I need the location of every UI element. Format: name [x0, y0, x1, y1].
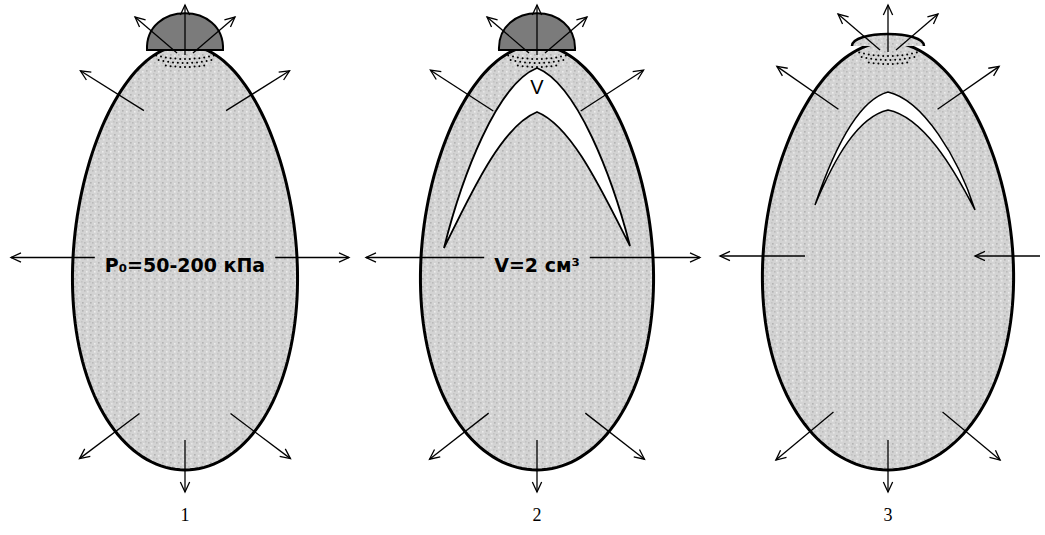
pressure-arrow	[536, 5, 537, 55]
pressure-arrow	[275, 257, 349, 258]
arrow-head	[720, 251, 730, 260]
cavity-shape	[815, 92, 975, 210]
cavity-letter: V	[530, 76, 543, 99]
arrow-head	[838, 14, 849, 24]
figure-number: 2	[533, 505, 542, 526]
arrow-head	[988, 66, 999, 76]
arrow-head	[224, 17, 235, 27]
dotted-zone	[155, 55, 215, 68]
arrow-head	[883, 482, 892, 492]
pressure-arrow	[777, 66, 839, 109]
arrow-head	[80, 449, 91, 459]
arrow-head	[11, 253, 21, 262]
arrow-head	[366, 253, 376, 262]
figure-number: 3	[884, 505, 893, 526]
pressure-arrow	[581, 70, 644, 111]
pressure-arrow	[135, 17, 177, 53]
pressure-arrow	[430, 70, 493, 111]
pressure-arrow	[430, 413, 489, 459]
pressure-arrow	[487, 17, 529, 53]
pressure-arrow	[366, 257, 484, 258]
arrow-group	[720, 5, 1040, 492]
pressure-arrow	[887, 5, 888, 52]
pressure-arrow	[184, 440, 185, 492]
pressure-arrow	[838, 14, 880, 50]
pressure-arrow	[226, 71, 290, 111]
figure-number: 1	[181, 505, 190, 526]
cavity-shape	[444, 68, 630, 248]
seed-egg: P₀=50-200 кПа1	[73, 45, 297, 470]
arrow-head	[339, 253, 349, 262]
arrow-group	[366, 5, 700, 492]
arrow-head	[776, 450, 787, 460]
arrow-head	[989, 450, 1000, 460]
arrow-head	[532, 5, 541, 15]
pressure-arrow	[585, 413, 644, 459]
pressure-arrow	[536, 440, 537, 492]
arrow-head	[532, 482, 541, 492]
arrow-head	[883, 5, 892, 15]
pressure-arrow	[887, 440, 888, 492]
pressure-arrow	[896, 14, 938, 50]
arrow-head	[975, 251, 985, 260]
arrow-head	[634, 449, 645, 459]
quantity-label: P₀=50-200 кПа	[105, 254, 265, 276]
arrow-head	[690, 253, 700, 262]
dotted-zone	[858, 52, 918, 65]
arrow-head	[135, 17, 146, 27]
pressure-arrow	[184, 5, 185, 55]
arrow-head	[927, 14, 938, 24]
arrow-head	[487, 17, 498, 27]
dotted-zone	[507, 55, 567, 68]
arrow-head	[576, 17, 587, 27]
pressure-arrow	[545, 17, 587, 53]
pressure-arrow	[231, 414, 291, 459]
seed-egg: V=2 см³2V	[421, 45, 653, 470]
pressure-arrow	[193, 17, 235, 53]
pressure-arrow	[776, 412, 834, 460]
seed-outline	[763, 42, 1013, 470]
arrow-head	[80, 71, 91, 80]
arrow-head	[280, 449, 291, 459]
arrow-head	[279, 71, 290, 80]
pressure-arrow	[80, 71, 144, 111]
seed-shape	[72, 45, 297, 470]
pressure-arrow	[80, 414, 140, 459]
arrow-head	[180, 482, 189, 492]
pressure-arrow	[975, 255, 1040, 256]
arrow-head	[430, 449, 441, 459]
pressure-arrow	[11, 257, 95, 258]
arrow-head	[777, 66, 788, 76]
arrow-head	[180, 5, 189, 15]
cavity-crescent: V	[442, 66, 632, 251]
pressure-arrow	[720, 255, 805, 256]
quantity-label: V=2 см³	[494, 254, 580, 276]
seed-egg: 3	[763, 42, 1013, 470]
pressure-arrow	[590, 257, 700, 258]
pressure-arrow	[943, 412, 1001, 460]
arrow-head	[430, 70, 441, 79]
arrow-group	[11, 5, 349, 492]
pressure-arrow	[938, 66, 1000, 109]
arrow-head	[633, 70, 644, 79]
